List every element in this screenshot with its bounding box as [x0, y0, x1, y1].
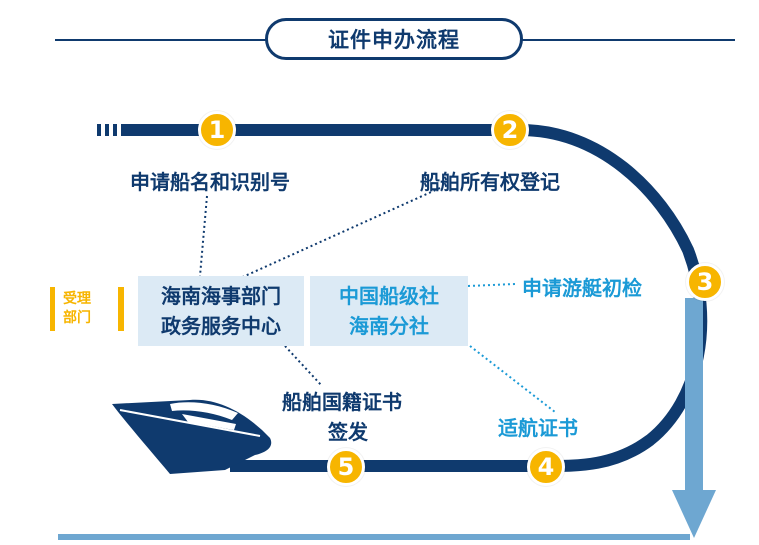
- page-title: 证件申办流程: [265, 18, 523, 60]
- connector-step5: [284, 345, 323, 387]
- maritime-office-line1: 海南海事部门: [161, 284, 281, 308]
- department-label-line1: 受理: [63, 291, 91, 307]
- track-dash: [105, 124, 109, 136]
- department-bar: [50, 287, 55, 331]
- step-5-label-line1: 船舶国籍证书: [282, 390, 402, 414]
- connector-step3: [467, 283, 516, 287]
- down-arrow-shaft: [685, 298, 703, 490]
- maritime-office-box: 海南海事部门 政务服务中心: [138, 276, 304, 346]
- step-5-badge: 5: [327, 448, 365, 486]
- department-label-line2: 部门: [63, 310, 91, 326]
- classification-society-line2: 海南分社: [349, 314, 429, 338]
- track-dash: [113, 124, 117, 136]
- step-4-label: 适航证书: [498, 416, 578, 440]
- step-2-badge: 2: [491, 111, 529, 149]
- connector-step1: [199, 195, 208, 277]
- step-4-badge: 4: [527, 448, 565, 486]
- step-1-label: 申请船名和识别号: [130, 170, 290, 194]
- yacht-icon: [112, 399, 272, 474]
- step-2-label: 船舶所有权登记: [420, 170, 560, 194]
- connector-step4: [469, 345, 556, 413]
- classification-society-line1: 中国船级社: [339, 284, 439, 308]
- connector-step2: [235, 187, 441, 281]
- step-1-badge: 1: [198, 111, 236, 149]
- department-tick: [118, 287, 124, 331]
- maritime-office-line2: 政务服务中心: [161, 314, 281, 338]
- classification-society-box: 中国船级社 海南分社: [310, 276, 468, 346]
- step-3-badge: 3: [686, 263, 724, 301]
- step-3-label: 申请游艇初检: [522, 276, 642, 300]
- step-5-label-line2: 签发: [328, 420, 368, 444]
- track-dash: [97, 124, 101, 136]
- down-arrow-head: [672, 490, 716, 538]
- department-tag: 受理 部门: [50, 287, 116, 331]
